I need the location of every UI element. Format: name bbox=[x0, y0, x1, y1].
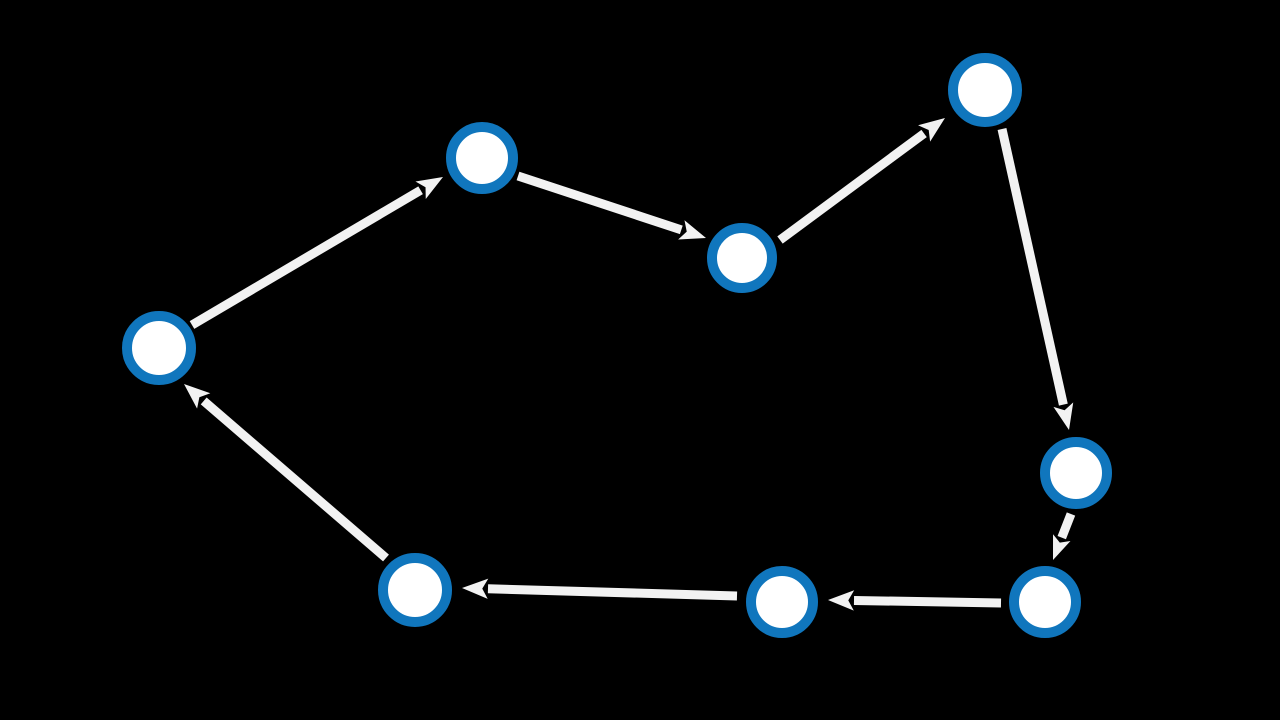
graph-edge-arrowhead bbox=[184, 384, 211, 409]
graph-node-circle bbox=[122, 311, 196, 385]
edges-layer bbox=[184, 118, 1076, 611]
graph-node[interactable] bbox=[948, 53, 1022, 127]
graph-node-circle bbox=[707, 223, 777, 293]
graph-edge-arrowhead bbox=[462, 578, 489, 599]
graph-node[interactable] bbox=[378, 553, 452, 627]
graph-edge-arrowhead bbox=[828, 590, 855, 611]
graph-edge-line bbox=[487, 584, 738, 601]
graph-edge-line bbox=[1057, 512, 1076, 540]
graph-edge-line bbox=[997, 128, 1068, 406]
graph-edge-line bbox=[200, 397, 389, 562]
graph-node-circle bbox=[1009, 566, 1081, 638]
graph-edge[interactable] bbox=[189, 177, 443, 329]
graph-edge[interactable] bbox=[997, 128, 1074, 430]
graph-edge-line bbox=[516, 171, 683, 235]
graph-node[interactable] bbox=[746, 566, 818, 638]
graph-edge[interactable] bbox=[1053, 512, 1076, 560]
graph-node-circle bbox=[446, 122, 518, 194]
graph-node-circle bbox=[378, 553, 452, 627]
graph-node-circle bbox=[1040, 437, 1112, 509]
graph-edge[interactable] bbox=[828, 590, 1002, 611]
graph-node[interactable] bbox=[446, 122, 518, 194]
graph-edge[interactable] bbox=[184, 384, 389, 562]
graph-node-circle bbox=[948, 53, 1022, 127]
graph-node[interactable] bbox=[122, 311, 196, 385]
graph-node-circle bbox=[746, 566, 818, 638]
nodes-layer bbox=[122, 53, 1112, 638]
graph-edge-arrowhead bbox=[678, 220, 706, 240]
graph-edge-line bbox=[853, 595, 1002, 608]
graph-edge[interactable] bbox=[516, 171, 706, 240]
graph-edge[interactable] bbox=[462, 578, 738, 601]
graph-edge-line bbox=[189, 186, 423, 329]
graph-edge-arrowhead bbox=[918, 118, 945, 142]
graph-edge-line bbox=[777, 129, 927, 244]
graph-edge-arrowhead bbox=[1053, 534, 1071, 560]
graph-edge-arrowhead bbox=[415, 177, 443, 199]
graph-node[interactable] bbox=[1009, 566, 1081, 638]
graph-edge[interactable] bbox=[777, 118, 945, 244]
graph-node[interactable] bbox=[707, 223, 777, 293]
graph-node[interactable] bbox=[1040, 437, 1112, 509]
graph-edge-arrowhead bbox=[1053, 402, 1074, 430]
